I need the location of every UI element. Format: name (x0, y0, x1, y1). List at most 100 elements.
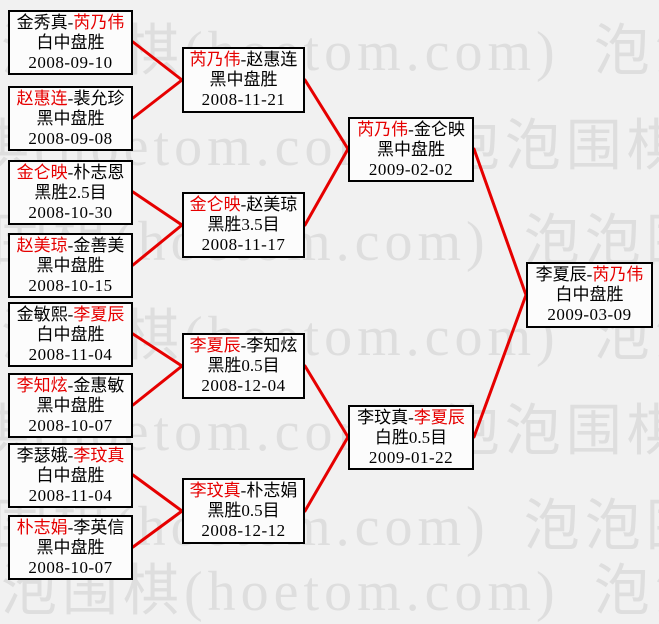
match-players: 芮乃伟-赵惠连 (184, 50, 303, 70)
match-box-r2-2: 金仑映-赵美琼 黑胜3.5目 2008-11-17 (182, 192, 305, 258)
player-name: 李英信 (73, 518, 125, 537)
player-name: 李夏辰 (535, 265, 587, 284)
player-name: 赵美琼 (246, 195, 298, 214)
match-date: 2008-10-30 (28, 203, 113, 222)
players-separator: - (240, 481, 247, 500)
player-name: 朴志娟 (246, 481, 298, 500)
match-date: 2008-09-10 (28, 53, 113, 72)
players-separator: - (240, 195, 247, 214)
match-players: 李玟真-李夏辰 (350, 408, 472, 428)
players-separator: - (67, 236, 74, 255)
match-result: 白中盘胜 (36, 466, 105, 485)
match-date: 2008-10-07 (28, 558, 113, 577)
match-players: 赵美琼-金善美 (10, 236, 131, 256)
match-result: 黑胜0.5目 (207, 501, 280, 520)
player-name-winner: 金仑映 (189, 195, 241, 214)
match-players: 芮乃伟-金仑映 (350, 120, 472, 140)
match-date: 2008-12-12 (201, 521, 286, 540)
match-result: 白中盘胜 (555, 285, 624, 304)
match-box-r2-4: 李玟真-朴志娟 黑胜0.5目 2008-12-12 (182, 478, 305, 544)
match-players: 金仑映-赵美琼 (184, 195, 303, 215)
match-box-r1-2: 赵惠连-裴允珍 黑中盘胜 2008-09-08 (8, 86, 133, 151)
match-result: 黑中盘胜 (377, 140, 445, 159)
connector-line (131, 40, 184, 82)
player-name: 金仑映 (413, 120, 465, 139)
match-date: 2008-11-04 (28, 345, 113, 364)
tournament-bracket: 泡泡围棋(hoetom.com)泡泡围棋(hoetom.com) 泡泡围棋(ho… (0, 10, 659, 623)
player-name-winner: 芮乃伟 (357, 120, 409, 139)
players-separator: - (67, 305, 74, 324)
player-name-winner: 赵惠连 (16, 89, 68, 108)
match-players: 朴志娟-李英信 (10, 518, 131, 538)
match-result: 黑胜2.5目 (34, 183, 107, 202)
match-result: 白中盘胜 (36, 325, 105, 344)
match-box-r1-7: 李瑟娥-李玟真 白中盘胜 2008-11-04 (8, 443, 133, 508)
connector-line (472, 293, 528, 439)
player-name-winner: 金仑映 (16, 163, 68, 182)
player-name: 裴允珍 (73, 89, 125, 108)
players-separator: - (67, 163, 74, 182)
match-date: 2008-09-08 (28, 129, 113, 148)
match-box-r1-8: 朴志娟-李英信 黑中盘胜 2008-10-07 (8, 515, 133, 580)
players-separator: - (240, 336, 247, 355)
watermark-text: 泡泡围棋(hoetom.com) (523, 496, 659, 558)
connector-line (131, 509, 184, 549)
match-box-r1-3: 金仑映-朴志恩 黑胜2.5目 2008-10-30 (8, 160, 133, 225)
match-result: 黑中盘胜 (209, 70, 278, 89)
match-result: 黑中盘胜 (36, 109, 105, 128)
match-result: 白胜0.5目 (374, 428, 448, 447)
player-name-winner: 李玟真 (189, 481, 241, 500)
players-separator: - (67, 518, 74, 537)
player-name-winner: 朴志娟 (16, 518, 68, 537)
player-name-winner: 李知炫 (16, 376, 68, 395)
players-separator: - (586, 265, 593, 284)
connector-line (303, 78, 350, 151)
match-result: 黑胜3.5目 (207, 215, 280, 234)
connector-line (131, 223, 184, 267)
player-name-winner: 李夏辰 (413, 408, 465, 427)
connector-line (131, 190, 184, 227)
player-name-winner: 李玟真 (73, 446, 125, 465)
players-separator: - (67, 89, 74, 108)
players-separator: - (408, 408, 414, 427)
player-name: 李知炫 (246, 336, 298, 355)
match-box-r2-1: 芮乃伟-赵惠连 黑中盘胜 2008-11-21 (182, 47, 305, 113)
connector-line (472, 147, 528, 297)
match-date: 2009-01-22 (368, 448, 454, 467)
player-name-winner: 芮乃伟 (189, 50, 241, 69)
match-box-r1-1: 金秀真-芮乃伟 白中盘胜 2008-09-10 (8, 10, 133, 75)
player-name-winner: 李夏辰 (73, 305, 125, 324)
player-name: 赵惠连 (246, 50, 298, 69)
match-box-final: 李夏辰-芮乃伟 白中盘胜 2009-03-09 (526, 262, 653, 328)
player-name: 金惠敏 (73, 376, 125, 395)
match-players: 李夏辰-李知炫 (184, 336, 303, 356)
match-date: 2008-10-15 (28, 276, 113, 295)
match-box-r2-3: 李夏辰-李知炫 黑胜0.5目 2008-12-04 (182, 333, 305, 399)
player-name-winner: 芮乃伟 (73, 13, 125, 32)
match-result: 黑中盘胜 (36, 396, 105, 415)
match-box-r1-5: 金敏熙-李夏辰 白中盘胜 2008-11-04 (8, 302, 133, 367)
players-separator: - (67, 376, 74, 395)
match-date: 2008-10-07 (28, 416, 113, 435)
player-name: 金秀真 (16, 13, 68, 32)
match-date: 2008-11-04 (28, 486, 113, 505)
connector-line (303, 435, 350, 513)
match-result: 黑胜0.5目 (207, 356, 280, 375)
match-players: 赵惠连-裴允珍 (10, 89, 131, 109)
players-separator: - (240, 50, 247, 69)
player-name: 金敏熙 (16, 305, 68, 324)
match-players: 李瑟娥-李玟真 (10, 446, 131, 466)
match-date: 2008-12-04 (201, 376, 286, 395)
match-players: 李玟真-朴志娟 (184, 481, 303, 501)
player-name: 李瑟娥 (16, 446, 68, 465)
match-players: 金仑映-朴志恩 (10, 163, 131, 183)
match-result: 白中盘胜 (36, 33, 105, 52)
players-separator: - (408, 120, 414, 139)
match-box-sf-1: 芮乃伟-金仑映 黑中盘胜 2009-02-02 (348, 117, 474, 182)
match-box-sf-2: 李玟真-李夏辰 白胜0.5目 2009-01-22 (348, 405, 474, 470)
match-date: 2009-03-09 (547, 305, 632, 324)
watermark-text: 泡泡围棋(hoetom.com) (443, 401, 659, 463)
player-name: 李玟真 (357, 408, 409, 427)
match-result: 黑中盘胜 (36, 538, 105, 557)
match-players: 金敏熙-李夏辰 (10, 305, 131, 325)
